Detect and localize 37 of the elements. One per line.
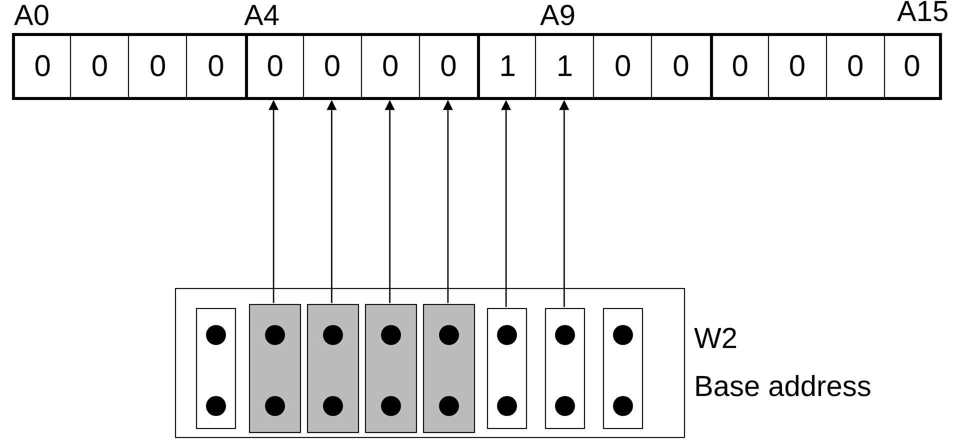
bit-cell: 1 [477, 33, 536, 100]
arrow [501, 100, 512, 307]
bit-cell: 0 [128, 33, 186, 100]
bit-label: A4 [244, 2, 280, 31]
arrow [326, 100, 337, 303]
bit-cell: 0 [244, 33, 303, 100]
bit-cell: 0 [768, 33, 826, 100]
bit-cell: 0 [12, 33, 70, 100]
bit-cell: 0 [593, 33, 652, 100]
jumper-bar [248, 304, 301, 433]
arrow [268, 100, 279, 303]
jumper-bar [422, 304, 475, 433]
arrow [384, 100, 395, 303]
jumper-bar [603, 308, 644, 429]
jumper-bar [306, 304, 359, 433]
caption: Base address [694, 373, 872, 402]
bit-cell: 1 [535, 33, 594, 100]
jumper-bar [487, 308, 528, 429]
jumper-label: W2 [694, 325, 738, 354]
jumper-block-frame [175, 288, 685, 438]
arrow [442, 100, 453, 303]
bit-cell: 0 [70, 33, 128, 100]
bit-cell: 0 [302, 33, 361, 100]
bit-label: A0 [14, 2, 50, 31]
bit-cell: 0 [360, 33, 419, 100]
bit-cell: 0 [651, 33, 710, 100]
arrow [559, 100, 570, 307]
jumper-bar [545, 308, 586, 429]
bit-cell: 0 [418, 33, 477, 100]
bit-cell: 0 [710, 33, 768, 100]
jumper-bar [196, 308, 236, 429]
bit-cell: 0 [884, 33, 942, 100]
bit-label: A15 [897, 0, 949, 27]
bit-label: A9 [540, 2, 576, 31]
bit-cell: 0 [826, 33, 884, 100]
bit-cell: 0 [186, 33, 244, 100]
jumper-bar [364, 304, 417, 433]
